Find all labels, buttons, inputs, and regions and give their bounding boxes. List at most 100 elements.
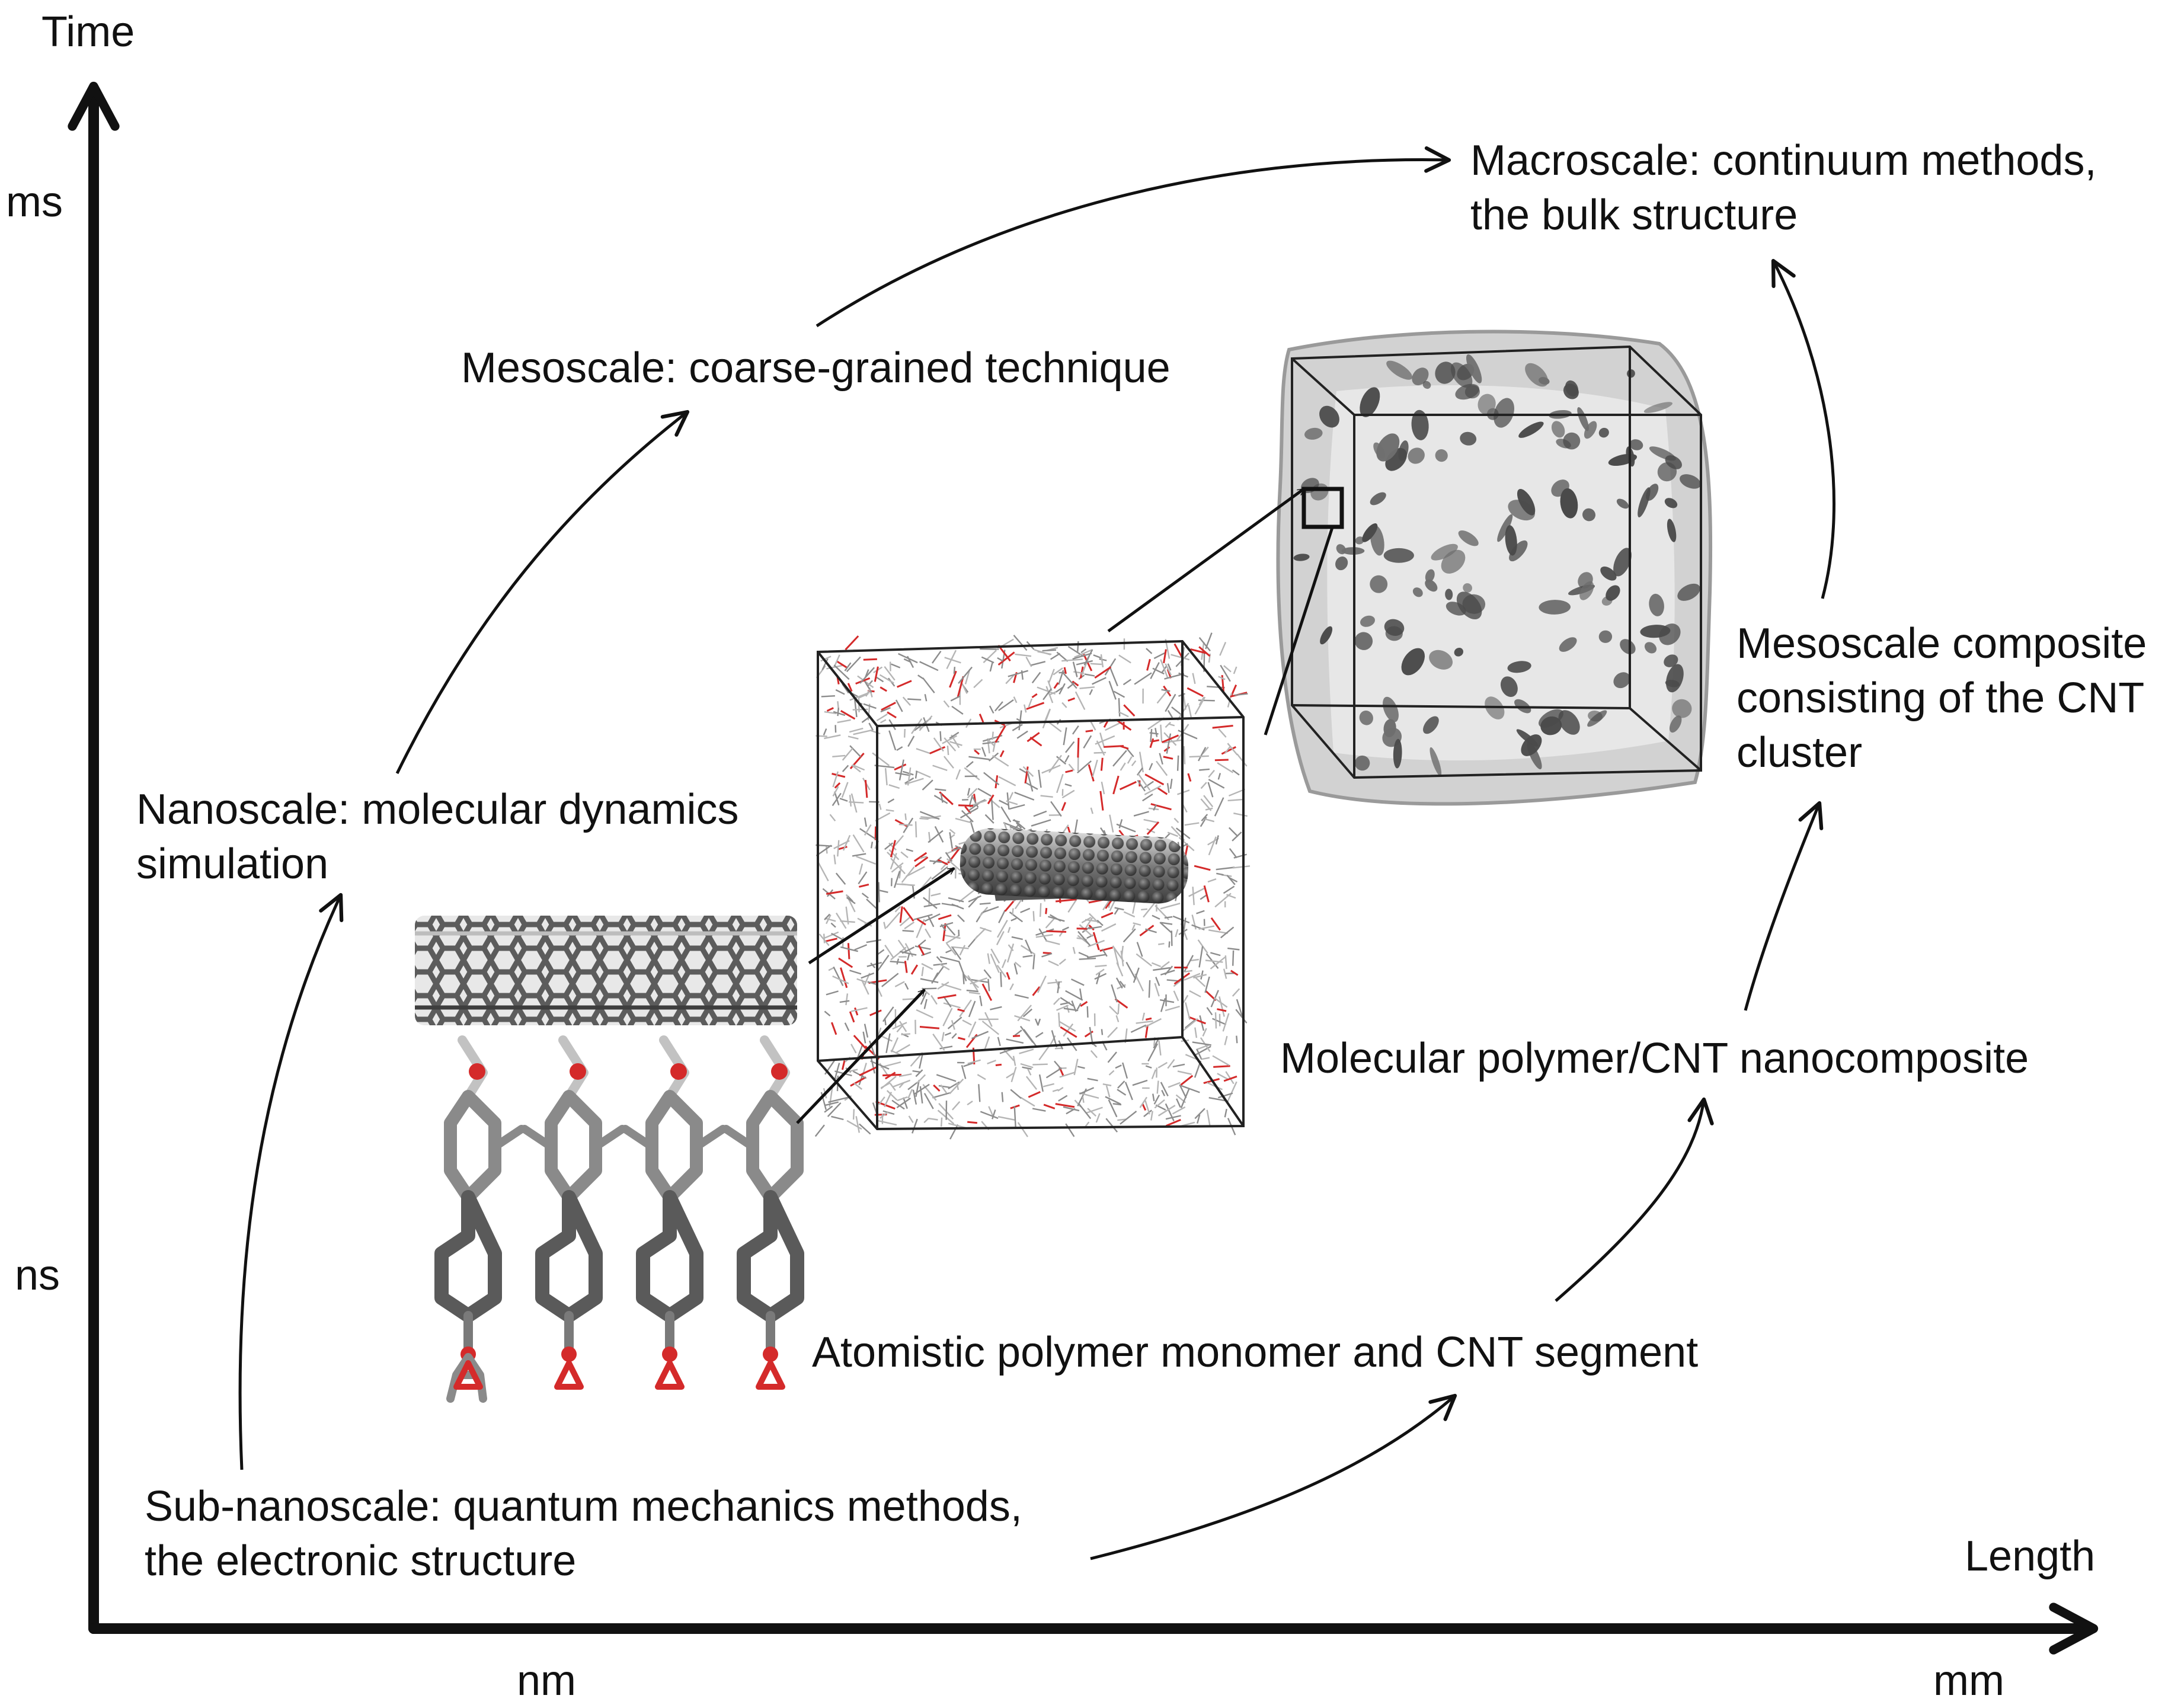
polymer-bond <box>1093 760 1098 777</box>
polymer-bond <box>998 1117 1016 1120</box>
polymer-bond <box>852 854 866 856</box>
label-atomistic: Atomistic polymer monomer and CNT segmen… <box>812 1325 1698 1380</box>
polymer-bond <box>1236 1036 1237 1044</box>
tick-ns: ns <box>15 1248 60 1303</box>
polymer-bond <box>1009 805 1025 809</box>
polymer-bond <box>952 1034 957 1038</box>
label-mesoscale: Mesoscale: coarse-grained technique <box>461 341 1171 395</box>
polymer-bond <box>1062 791 1074 798</box>
polymer-bond <box>1040 903 1041 917</box>
polymer-bond <box>1233 866 1250 868</box>
polymer-bond <box>1120 746 1128 749</box>
polymer-bond <box>923 678 935 693</box>
polymer-bond <box>974 680 982 688</box>
polymer-bond <box>1032 694 1037 698</box>
polymer-bond <box>1024 1029 1036 1046</box>
embedded-cnt <box>958 827 1189 905</box>
polymer-bond <box>984 970 992 978</box>
polymer-bond <box>1012 909 1013 916</box>
polymer-bond <box>1047 1068 1062 1078</box>
polymer-bond <box>869 723 873 730</box>
polymer-bond <box>1053 668 1063 674</box>
polymer-bond <box>980 714 983 722</box>
md-simulation-box-image <box>816 633 1250 1140</box>
polymer-bond <box>952 948 961 960</box>
polymer-bond <box>1051 654 1060 660</box>
polymer-bond <box>1011 919 1016 921</box>
polymer-bond <box>983 984 992 1000</box>
polymer-bond <box>952 706 963 714</box>
polymer-bond <box>872 753 890 766</box>
polymer-bond <box>1121 763 1125 770</box>
polymer-bond <box>962 1020 971 1025</box>
polymer-bond <box>1083 735 1091 748</box>
polymer-bond <box>1207 1110 1210 1125</box>
polymer-bond <box>1237 754 1246 766</box>
polymer-bond <box>1204 885 1208 902</box>
polymer-bond <box>1060 959 1066 964</box>
polymer-bond <box>1194 976 1205 986</box>
polymer-bond <box>1215 798 1224 816</box>
polymer-bond <box>938 915 951 919</box>
polymer-bond <box>1171 779 1172 789</box>
polymer-bond <box>958 667 972 684</box>
polymer-bond <box>1217 1009 1226 1011</box>
polymer-bond <box>1080 1002 1087 1006</box>
polymer-bond <box>1169 942 1170 948</box>
polymer-bond <box>1036 1032 1043 1037</box>
polymer-bond <box>958 1009 965 1011</box>
polymer-bond <box>996 1064 1002 1065</box>
polymer-bond <box>1224 887 1235 894</box>
polymer-bond <box>1151 1111 1153 1121</box>
polymer-bond <box>1150 729 1152 742</box>
polymer-bond <box>1193 887 1194 905</box>
polymer-bond <box>954 667 955 674</box>
arrow-composite-to-macro <box>1773 261 1834 599</box>
polymer-bond <box>1007 973 1009 980</box>
polymer-bond <box>1060 1003 1070 1005</box>
polymer-bond <box>1066 1124 1074 1137</box>
mesoscale-composite-image <box>1278 331 1711 804</box>
polymer-bond <box>908 1089 912 1098</box>
polymer-bond <box>1181 1089 1189 1108</box>
polymer-bond <box>1041 796 1053 797</box>
polymer-bond <box>1002 959 1006 968</box>
polymer-bond <box>1184 955 1193 972</box>
polymer-bond <box>901 852 908 858</box>
label-macroscale: Macroscale: continuum methods,the bulk s… <box>1470 133 2096 242</box>
polymer-bond <box>1109 815 1113 833</box>
arrow-subnano-to-nano <box>240 895 341 1470</box>
polymer-bond <box>920 662 938 671</box>
polymer-bond <box>848 943 849 959</box>
polymer-bond <box>1043 1084 1054 1087</box>
polymer-bond <box>1026 657 1031 667</box>
polymer-bond <box>1118 1081 1125 1088</box>
polymer-bond <box>1010 1089 1021 1098</box>
polymer-bond <box>1002 1092 1003 1102</box>
polymer-bond <box>879 890 888 893</box>
polymer-bond <box>834 855 836 864</box>
monomer-2 <box>525 1040 622 1387</box>
polymer-bond <box>950 830 955 834</box>
polymer-bond <box>1056 900 1076 901</box>
polymer-bond <box>1114 776 1119 794</box>
polymer-bond <box>1026 1076 1037 1089</box>
polymer-bond <box>1225 1036 1227 1045</box>
polymer-bond <box>925 999 927 1009</box>
polymer-bond <box>987 1060 996 1064</box>
polymer-bond <box>1124 705 1134 716</box>
polymer-bond <box>1145 775 1163 785</box>
polymer-bond <box>1199 769 1210 770</box>
polymer-bond <box>1143 1104 1146 1111</box>
polymer-bond <box>875 667 878 682</box>
polymer-bond <box>1069 764 1074 770</box>
polymer-bond <box>1208 779 1224 788</box>
polymer-bond <box>1178 1071 1192 1074</box>
polymer-bond <box>832 756 845 757</box>
polymer-bond <box>1065 756 1069 763</box>
cnt-segment-image <box>415 916 797 1025</box>
polymer-bond <box>919 1055 922 1069</box>
polymer-bond <box>891 1038 898 1053</box>
polymer-bond <box>859 863 862 874</box>
